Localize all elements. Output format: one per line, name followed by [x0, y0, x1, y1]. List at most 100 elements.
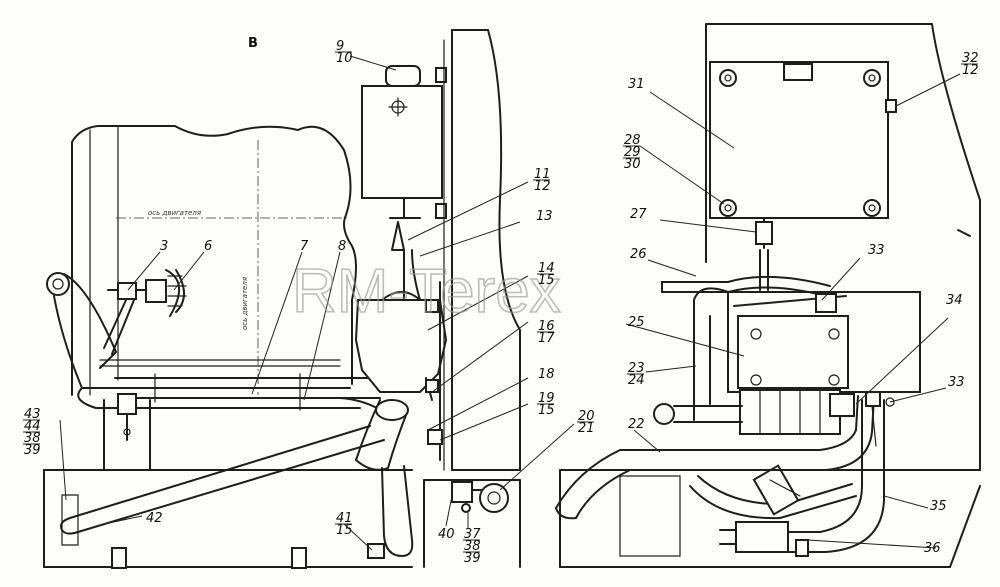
callout-number: 15	[336, 523, 353, 538]
callout-c33b: 33	[948, 375, 965, 390]
callout-number: 22	[628, 417, 645, 432]
cab-wall-outline	[705, 23, 981, 471]
callout-number: 44	[24, 419, 41, 434]
callout-number: 10	[336, 51, 353, 66]
callout-number: 23	[628, 361, 645, 376]
frame-right	[559, 469, 981, 568]
callout-c6: 6	[204, 239, 212, 254]
bulkhead-panel	[443, 29, 521, 471]
callout-c33a: 33	[868, 243, 885, 258]
callout-c7: 7	[300, 239, 309, 254]
callout-c35: 35	[930, 499, 947, 514]
callout-number: 20	[578, 409, 595, 424]
callout-c9: 910	[335, 39, 353, 66]
leader-lines	[59, 55, 961, 551]
callout-number: 34	[946, 293, 963, 308]
callout-number: 11	[534, 167, 551, 182]
elbow-pipe-41	[355, 399, 414, 559]
callout-number: 12	[534, 179, 551, 194]
engine-outline	[71, 125, 357, 396]
callout-number: 17	[538, 331, 555, 346]
callout-number: 35	[930, 499, 947, 514]
callout-number: 30	[624, 157, 641, 172]
callout-number: 43	[24, 407, 41, 422]
callout-number: 6	[204, 239, 212, 254]
callout-number: 9	[336, 39, 344, 54]
valve-assembly-3-6	[103, 269, 187, 355]
hose-connector	[689, 464, 857, 520]
callout-number: 28	[624, 133, 641, 148]
callout-number: 40	[438, 527, 455, 542]
pump-body-16	[354, 249, 448, 461]
callout-c40: 40	[438, 527, 455, 542]
callout-c27: 27	[630, 207, 647, 222]
callout-number: 39	[24, 443, 41, 458]
callout-number: 33	[948, 375, 965, 390]
callout-number: 36	[924, 541, 941, 556]
callout-number: 21	[578, 421, 595, 436]
callout-number: 29	[624, 145, 641, 160]
callout-number: 41	[336, 511, 353, 526]
coupling-36	[719, 521, 809, 557]
callout-number: 19	[538, 391, 555, 406]
callout-c22: 22	[628, 417, 645, 432]
callout-c25: 25	[628, 315, 645, 330]
callout-number: 32	[962, 51, 979, 66]
engine-support-leg	[103, 393, 151, 471]
heater-31	[709, 61, 897, 291]
engine-axis-note-horizontal: ось двигателя	[148, 209, 201, 217]
pipe-26	[661, 275, 831, 421]
long-supply-pipe-42	[60, 425, 385, 535]
exhaust-pipe-left	[46, 272, 361, 409]
callout-c3: 3	[160, 239, 168, 254]
callout-number: 42	[146, 511, 163, 526]
view-label: B	[248, 36, 258, 51]
callout-number: 3	[160, 239, 168, 254]
pipe-35-elbow	[779, 391, 895, 553]
callout-c36: 36	[924, 541, 941, 556]
callout-number: 26	[630, 247, 647, 262]
callout-number: 27	[630, 207, 647, 222]
callout-number: 16	[538, 319, 555, 334]
callout-number: 31	[628, 77, 645, 92]
callout-number: 38	[464, 539, 481, 554]
callout-number: 12	[962, 63, 979, 78]
callout-number: 39	[464, 551, 481, 566]
callout-c26: 26	[630, 247, 647, 262]
heater-unit-25	[727, 291, 921, 435]
crossbeam	[43, 469, 413, 569]
callout-c31: 31	[628, 77, 645, 92]
callout-number: 25	[628, 315, 645, 330]
callout-number: 37	[464, 527, 481, 542]
callout-c13: 13	[536, 209, 553, 224]
callout-number: 33	[868, 243, 885, 258]
callout-number: 8	[338, 239, 346, 254]
heater-pipe-7-8	[114, 373, 393, 419]
engine-axis-note-vertical: ось двигателя	[241, 277, 249, 330]
callout-number: 15	[538, 403, 555, 418]
callout-number: 24	[628, 373, 645, 388]
callout-number: 15	[538, 273, 555, 288]
callout-c42: 42	[146, 511, 163, 526]
drain-valve-20	[423, 479, 521, 568]
callout-number: 7	[300, 239, 309, 254]
callout-number: 14	[538, 261, 555, 276]
callout-number: 13	[536, 209, 553, 224]
callout-c8: 8	[338, 239, 346, 254]
watermark: RM-Terex	[292, 257, 561, 326]
tank-9	[361, 65, 447, 251]
callout-c18: 18	[538, 367, 555, 382]
